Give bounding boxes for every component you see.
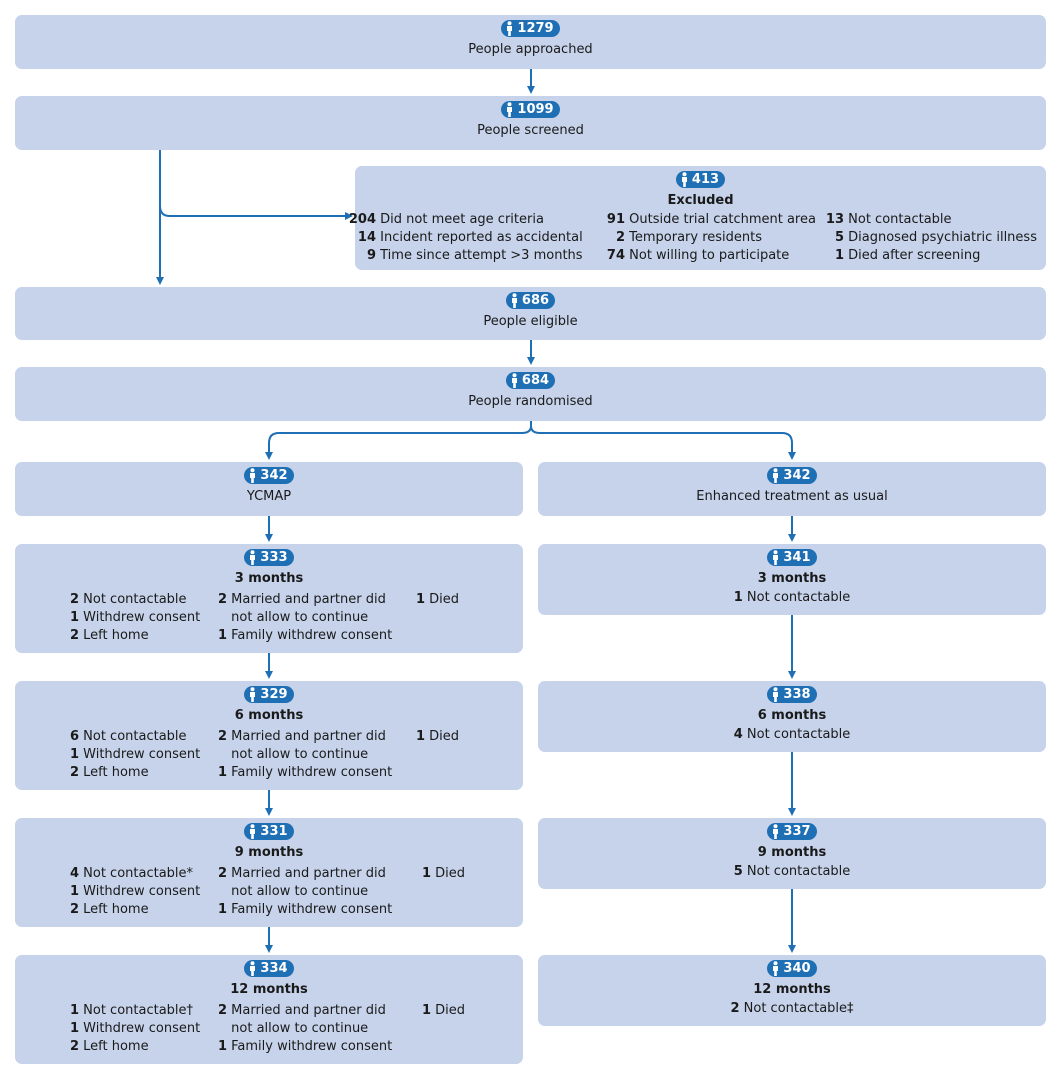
person-icon [773,687,779,702]
excluded-col1: 204 Did not meet age criteria 14 Inciden… [348,212,583,263]
count-badge: 337 [767,823,817,840]
arrow-screened-excluded [159,205,353,220]
count-badge: 342 [244,467,294,484]
count-badge: 342 [767,467,817,484]
person-icon [250,961,256,976]
count-badge: 329 [244,686,294,703]
eligible-label: People eligible [483,314,578,329]
eligible-box: 686 People eligible [15,287,1046,340]
person-icon [250,550,256,565]
timepoint-label: 3 months [234,571,304,586]
excluded-col3: 13 Not contactable 5 Diagnosed psychiatr… [825,212,1037,263]
person-icon [773,961,779,976]
person-icon [250,468,256,483]
etau-followup-12m: 340 12 months 2 Not contactable‡ [538,955,1046,1026]
ycmap-followup-12m: 334 12 months 1 Not contactable† 1 Withd… [15,955,523,1064]
person-icon [511,373,517,388]
etau-followup-9m: 337 9 months 5 Not contactable [538,818,1046,889]
etau-label: Enhanced treatment as usual [696,489,888,504]
person-icon [773,550,779,565]
approached-box: 1279 People approached [15,15,1046,69]
count-badge: 334 [244,960,294,977]
screened-box: 1099 People screened [15,96,1046,150]
arrow-randomised-split [265,421,532,460]
timepoint-label: 6 months [234,708,304,723]
person-icon [773,824,779,839]
timepoint-label: 3 months [757,571,827,586]
excluded-label: Excluded [667,193,734,208]
approached-label: People approached [468,42,593,57]
randomised-label: People randomised [468,394,593,409]
screened-label: People screened [477,123,584,138]
timepoint-label: 12 months [230,982,308,997]
person-icon [250,687,256,702]
person-icon [250,824,256,839]
person-icon [681,172,687,187]
count-badge: 333 [244,549,294,566]
count-badge: 686 [505,292,556,309]
count-badge: 331 [244,823,294,840]
randomised-box: 684 People randomised [15,367,1046,421]
ycmap-box: 342 YCMAP [15,462,523,516]
ycmap-followup-9m: 331 9 months 4 Not contactable* 1 Withdr… [15,818,523,927]
timepoint-label: 6 months [757,708,827,723]
count-badge: 340 [767,960,817,977]
timepoint-label: 9 months [234,845,304,860]
etau-box: 342 Enhanced treatment as usual [538,462,1046,516]
timepoint-label: 9 months [757,845,827,860]
etau-followup-6m: 338 6 months 4 Not contactable [538,681,1046,752]
timepoint-label: 12 months [753,982,831,997]
count-badge: 1099 [501,101,560,118]
person-icon [773,468,779,483]
person-icon [507,102,513,117]
person-icon [507,21,513,36]
count-badge: 684 [505,372,556,389]
ycmap-followup-3m: 333 3 months 2 Not contactable 1 Withdre… [15,544,523,653]
count-badge: 341 [767,549,817,566]
person-icon [511,293,517,308]
excluded-col2: 91 Outside trial catchment area 2 Tempor… [606,212,816,263]
etau-followup-3m: 341 3 months 1 Not contactable [538,544,1046,615]
count-badge: 1279 [501,20,560,37]
ycmap-followup-6m: 329 6 months 6 Not contactable 1 Withdre… [15,681,523,790]
ycmap-label: YCMAP [246,489,292,504]
excluded-box: 413 Excluded 204 Did not meet age criter… [349,166,1046,270]
count-badge: 338 [767,686,817,703]
count-badge: 413 [675,171,726,188]
